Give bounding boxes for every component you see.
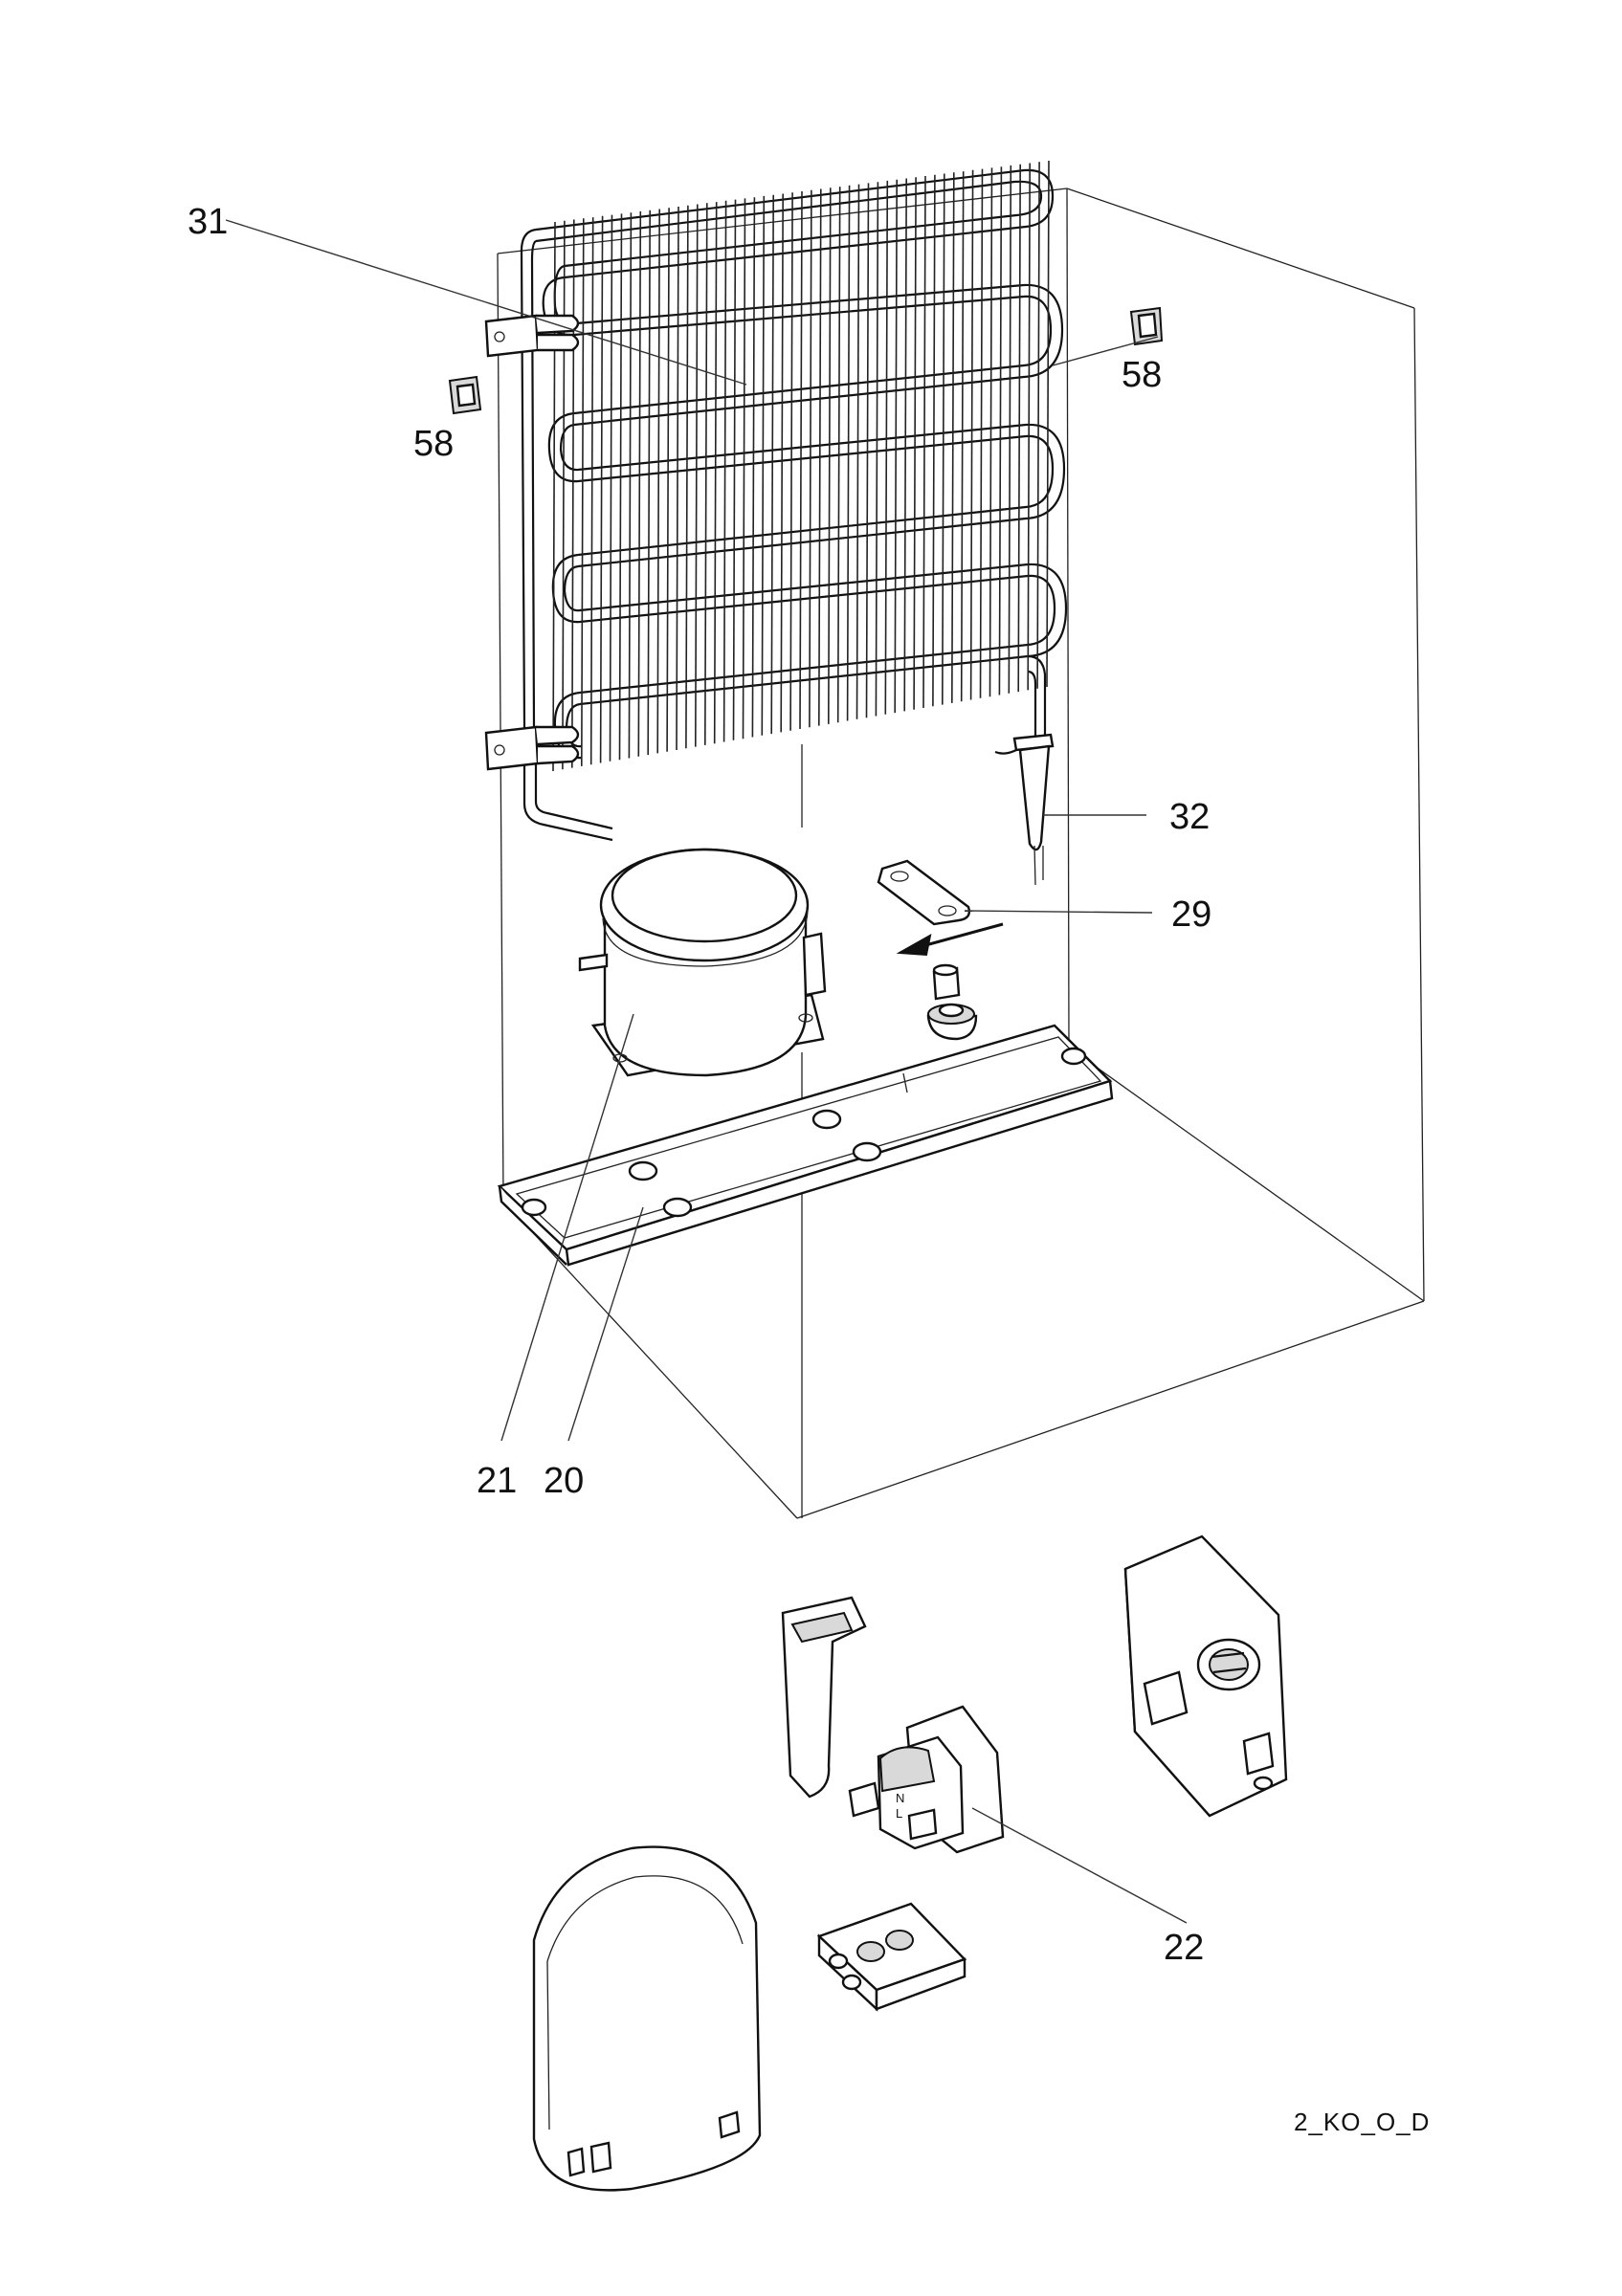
terminal-block [816, 1902, 967, 2012]
condenser-wire-rod [998, 166, 1003, 695]
condenser-wire-rod [846, 185, 851, 721]
filter-drier [994, 733, 1055, 886]
condenser-wire-rod [1008, 165, 1012, 694]
condenser-wire-rod [751, 197, 756, 738]
clip-58-right [1129, 306, 1164, 346]
connector-mark-n: N [896, 1791, 904, 1805]
condenser-wire-rod [1036, 162, 1040, 689]
condenser-wire-rod [1027, 163, 1031, 691]
callout-58-left: 58 [413, 424, 454, 464]
condenser-wire-rod [875, 182, 879, 717]
leader-lines [225, 219, 1188, 1924]
condenser-wire-rod [703, 203, 708, 745]
condenser-wires [552, 160, 1050, 772]
condenser-wire-rod [960, 171, 965, 702]
direction-arrow [896, 922, 1004, 957]
condenser-wire-rod [941, 173, 945, 705]
condenser-wire-rod [713, 202, 718, 744]
callout-32: 32 [1169, 797, 1210, 837]
condenser-wire-rod [855, 184, 860, 719]
callout-29: 29 [1171, 894, 1211, 935]
compressor [578, 848, 827, 1077]
condenser-wire-rod [903, 178, 908, 712]
condenser-wire-rod [799, 190, 803, 730]
condenser-wire-rod [580, 218, 585, 766]
mounting-strap-29 [877, 859, 971, 926]
condenser-wire-rod [552, 221, 556, 772]
condenser-wire-rod [609, 214, 613, 762]
condenser-wire-rod [770, 194, 775, 735]
condenser-wire-rod [761, 195, 766, 736]
condenser-wire-rod [932, 174, 936, 707]
clip-58-left [448, 375, 482, 415]
callout-22: 22 [1164, 1928, 1204, 1968]
connector-mark-l: L [896, 1806, 902, 1821]
callout-58-right: 58 [1122, 355, 1162, 395]
condenser-wire-rod [789, 192, 793, 731]
condenser-wire-rod [666, 208, 670, 752]
condenser-wire-rod [656, 209, 661, 754]
thermal-protector-housing [1123, 1534, 1288, 1818]
base-rail [497, 1024, 1114, 1267]
condenser-wire-rod [599, 215, 604, 763]
condenser-wire-rod [950, 172, 955, 703]
condenser-wire-rod [809, 189, 812, 728]
condenser-wire-rod [647, 210, 652, 756]
condenser-wire-rod [570, 219, 575, 768]
protective-cover [532, 1845, 762, 2192]
callout-20: 20 [544, 1461, 584, 1501]
condenser-wire-rod [676, 206, 679, 751]
condenser-bracket-top [484, 314, 580, 358]
condenser-wire-rod [722, 200, 727, 742]
condenser-wire-rod [628, 212, 633, 759]
condenser-wire-rod [989, 167, 993, 697]
condenser-wire-rod [884, 180, 889, 715]
condenser [520, 168, 1068, 842]
cable-holder [781, 1596, 867, 1799]
condenser-bracket-bottom [484, 725, 580, 771]
condenser-wire-rod [637, 210, 642, 757]
callout-31: 31 [188, 202, 228, 242]
condenser-wire-rod [562, 220, 566, 770]
condenser-wire-rod [732, 199, 737, 740]
condenser-wire-rod [589, 217, 594, 765]
rubber-grommet [926, 963, 978, 1041]
condenser-wire-rod [780, 193, 785, 733]
condenser-wire-rod [1017, 164, 1021, 693]
condenser-wire-rod [894, 179, 899, 714]
callout-21: 21 [477, 1461, 517, 1501]
relay-starter: N L [848, 1705, 1005, 1854]
condenser-wire-rod [979, 168, 984, 698]
condenser-wire-rod [1046, 160, 1050, 688]
condenser-wire-rod [685, 205, 689, 749]
condenser-wire-rod [694, 204, 699, 747]
condenser-wire-rod [969, 169, 974, 700]
cabinet-outline [497, 188, 1425, 1519]
condenser-wire-rod [865, 183, 870, 718]
condenser-wire-rod [913, 177, 917, 710]
condenser-wire-rod [817, 188, 822, 726]
condenser-wire-rod [922, 175, 926, 709]
condenser-wire-rod [618, 213, 623, 761]
drawing-code: 2_KO_O_D [1294, 2108, 1430, 2136]
condenser-wire-rod [742, 198, 746, 740]
condenser-wire-rod [836, 187, 841, 723]
condenser-wire-rod [827, 188, 832, 724]
